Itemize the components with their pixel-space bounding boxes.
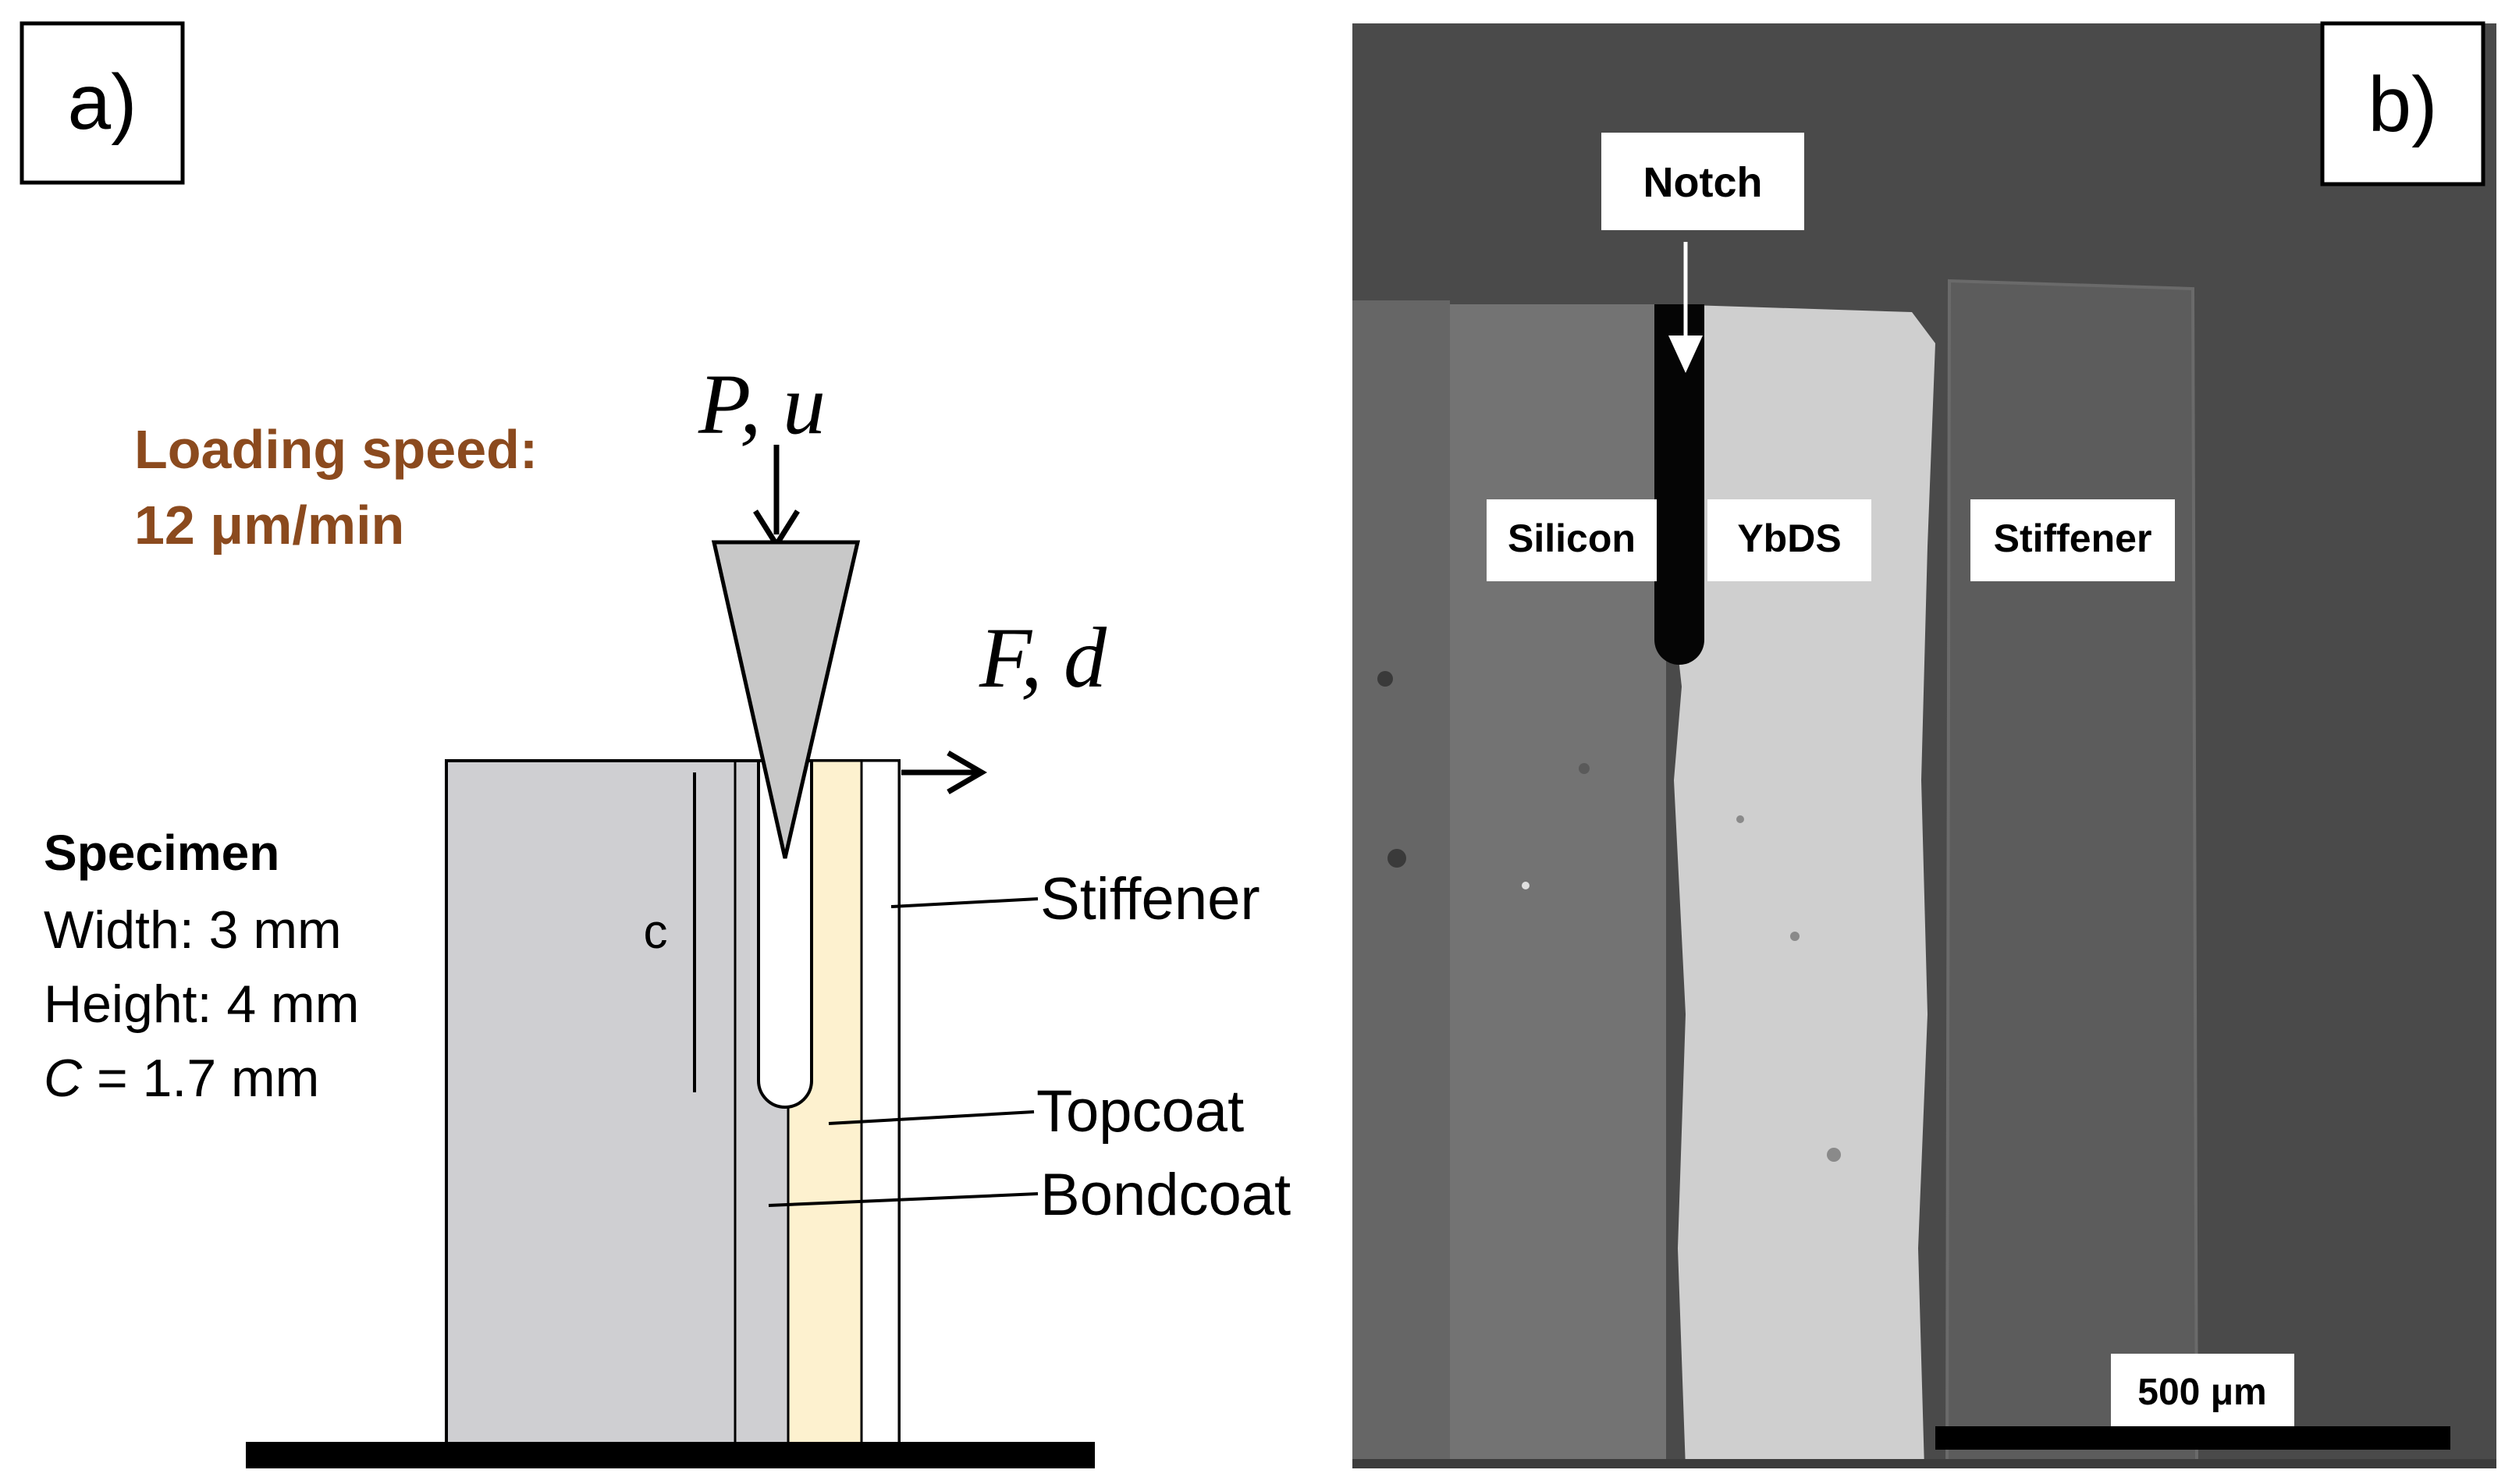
topcoat-leader [828,1110,1035,1125]
c-value: = 1.7 mm [82,1049,319,1108]
base-plate [246,1442,1095,1468]
stiffener-label: Stiffener [1994,517,2152,560]
notch-label: Notch [1643,159,1763,206]
stiffener-callout: Stiffener [1040,866,1260,932]
specimen-height: Height: 4 mm [44,975,359,1034]
notch-label-box [1601,133,1804,230]
specimen-width: Width: 3 mm [44,900,342,960]
ybds-label: YbDS [1737,517,1841,560]
stiffener-leader [890,897,1039,908]
load-symbol: P, u [698,357,826,452]
silicon-label-box [1487,499,1657,581]
micro-defect [1387,849,1406,868]
notch-arrow-head [1668,335,1703,373]
silicon-region [1450,304,1666,1468]
micro-defect [1790,932,1800,941]
specimen-notch [757,759,813,1109]
stiffener-layer [860,759,901,1449]
specimen-title: Specimen [44,825,279,881]
tick-strip [1352,1459,2496,1468]
scale-bar-label: 500 μm [2137,1372,2266,1413]
bondcoat-callout: Bondcoat [1040,1162,1291,1228]
c-symbol: C [44,1049,83,1108]
micro-defect [1827,1148,1841,1162]
specimen-c-line: C = 1.7 mm [44,1049,319,1108]
micro-defect [1522,882,1530,889]
force-arrow-head [947,750,987,795]
panel-b-label: b) [2368,61,2438,148]
panel-a-label-box [20,21,185,185]
micro-defect [1736,815,1744,823]
scale-bar [1935,1426,2450,1450]
stiffener-region [1945,279,2199,1468]
stiffener-label-box [1970,499,2175,581]
loading-speed-text: Loading speed: [134,419,538,480]
panel-a-label: a) [68,59,137,146]
ybds-region [1666,304,1935,1468]
micro-defect [1377,671,1393,687]
micro-defect [1579,763,1590,774]
micrograph [1352,23,2496,1468]
panel-a: a) Loading speed: 12 μm/min P, u F, d c … [20,21,1291,1468]
notch-region [1654,304,1704,665]
crack-length-label: c [644,905,668,959]
loading-speed-value: 12 μm/min [134,495,404,556]
panel-b: b) Notch Silicon YbDS Stiffener 500 μm [1352,21,2496,1468]
mount-region [1352,300,1450,1468]
force-symbol: F, d [979,610,1107,705]
ybds-label-box [1707,499,1871,581]
panel-b-label-box [2320,21,2485,186]
indenter-wedge [711,540,861,859]
silicon-label: Silicon [1508,517,1636,560]
bondcoat-leader [768,1192,1039,1207]
scale-bar-label-box [2111,1354,2294,1428]
topcoat-callout: Topcoat [1036,1078,1244,1145]
